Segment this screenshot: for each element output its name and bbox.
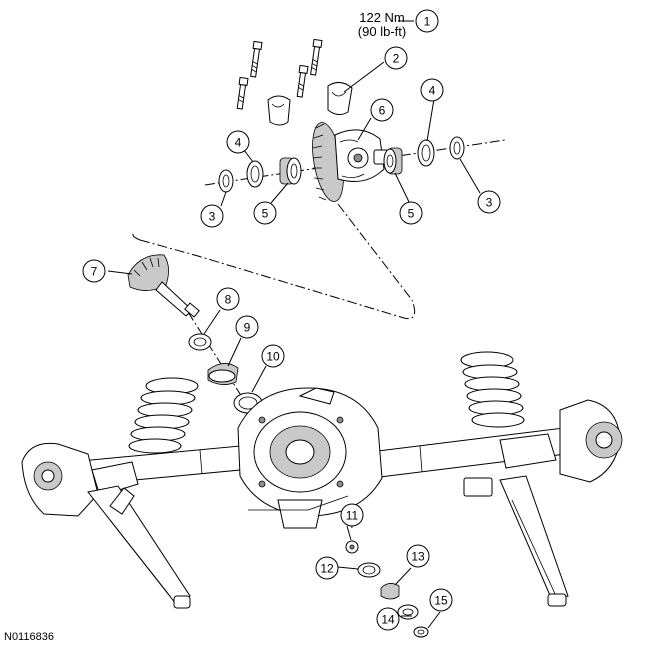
callout-1: 1 bbox=[415, 9, 439, 33]
callout-circle bbox=[216, 287, 240, 311]
callout-number: 6 bbox=[379, 104, 386, 118]
callout-circle bbox=[235, 315, 259, 339]
callout-circle bbox=[406, 544, 430, 568]
callout-circle bbox=[399, 201, 423, 225]
callout-circle bbox=[315, 556, 339, 580]
callout-7: 7 bbox=[82, 259, 106, 283]
callout-number: 4 bbox=[429, 84, 436, 98]
callout-circle bbox=[253, 201, 277, 225]
callout-number: 2 bbox=[393, 52, 400, 66]
coil-spring-right bbox=[460, 351, 525, 428]
torque-spec: 122 Nm (90 lb-ft) bbox=[358, 10, 406, 39]
callout-3: 3 bbox=[200, 204, 224, 228]
callout-circle bbox=[376, 607, 400, 631]
callout-circle bbox=[261, 344, 285, 368]
callout-number: 4 bbox=[235, 136, 242, 150]
figure-id: N0116836 bbox=[4, 631, 54, 643]
callout-number: 15 bbox=[434, 594, 448, 608]
left-lower-arm bbox=[87, 485, 191, 609]
callout-number: 11 bbox=[346, 509, 359, 523]
callout-number: 8 bbox=[225, 293, 232, 307]
callout-11: 11 bbox=[340, 503, 364, 527]
torque-metric: 122 Nm bbox=[359, 10, 405, 25]
callout-number: 13 bbox=[411, 550, 425, 564]
differential-assembly bbox=[312, 122, 389, 202]
callout-circle bbox=[477, 190, 501, 214]
callout-number: 12 bbox=[320, 562, 334, 576]
callout-3: 3 bbox=[477, 190, 501, 214]
callout-number: 1 bbox=[424, 15, 431, 29]
callout-15: 15 bbox=[429, 588, 453, 612]
callout-circle bbox=[340, 503, 364, 527]
plug-parts bbox=[345, 540, 429, 638]
callout-number: 14 bbox=[381, 613, 395, 627]
coil-spring-left bbox=[128, 377, 199, 454]
right-bearing-stack bbox=[383, 136, 465, 175]
callout-number: 10 bbox=[266, 350, 280, 364]
bearing-caps bbox=[267, 82, 353, 126]
callout-circle bbox=[200, 204, 224, 228]
callout-2: 2 bbox=[384, 46, 408, 70]
callout-12: 12 bbox=[315, 556, 339, 580]
callout-8: 8 bbox=[216, 287, 240, 311]
left-knuckle bbox=[21, 442, 139, 517]
torque-imperial: (90 lb-ft) bbox=[358, 24, 406, 39]
callout-4: 4 bbox=[420, 78, 444, 102]
callout-number: 3 bbox=[209, 210, 216, 224]
right-knuckle bbox=[463, 399, 623, 497]
callout-circle bbox=[415, 9, 439, 33]
callout-5: 5 bbox=[399, 201, 423, 225]
callout-9: 9 bbox=[235, 315, 259, 339]
left-bearing-stack bbox=[218, 157, 302, 193]
callout-number: 5 bbox=[262, 207, 269, 221]
callout-circle bbox=[420, 78, 444, 102]
callout-number: 3 bbox=[486, 196, 493, 210]
callout-circle bbox=[429, 588, 453, 612]
callout-circle bbox=[82, 259, 106, 283]
pinion-bearing-parts bbox=[188, 333, 263, 414]
callout-4: 4 bbox=[226, 130, 250, 154]
callout-number: 5 bbox=[408, 207, 415, 221]
right-lower-arm bbox=[499, 475, 569, 607]
bearing-cap-bolts bbox=[236, 38, 323, 110]
callout-circle bbox=[226, 130, 250, 154]
pinion-gear bbox=[127, 254, 200, 318]
callout-number: 9 bbox=[244, 321, 251, 335]
callout-5: 5 bbox=[253, 201, 277, 225]
callout-14: 14 bbox=[376, 607, 400, 631]
callout-13: 13 bbox=[406, 544, 430, 568]
callout-circle bbox=[384, 46, 408, 70]
callout-leaders bbox=[107, 20, 481, 629]
callout-10: 10 bbox=[261, 344, 285, 368]
callout-circle bbox=[370, 98, 394, 122]
callout-number: 7 bbox=[91, 265, 98, 279]
callout-6: 6 bbox=[370, 98, 394, 122]
